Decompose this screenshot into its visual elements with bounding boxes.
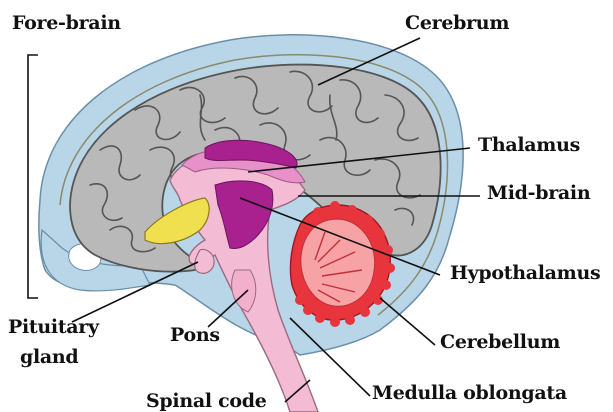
label-pons: Pons: [170, 326, 220, 345]
label-spinal-code: Spinal code: [146, 392, 267, 411]
label-fore-brain: Fore-brain: [12, 14, 121, 33]
label-hypothalamus: Hypothalamus: [450, 264, 600, 283]
label-pituitary-line2: gland: [20, 348, 78, 367]
label-cerebellum: Cerebellum: [440, 333, 560, 352]
label-medulla-oblongata: Medulla oblongata: [372, 384, 567, 403]
label-cerebrum: Cerebrum: [405, 14, 509, 33]
fore-brain-bracket: [28, 55, 38, 298]
label-mid-brain: Mid-brain: [487, 184, 590, 203]
label-pituitary-line1: Pituitary: [8, 318, 99, 337]
label-thalamus: Thalamus: [478, 136, 580, 155]
